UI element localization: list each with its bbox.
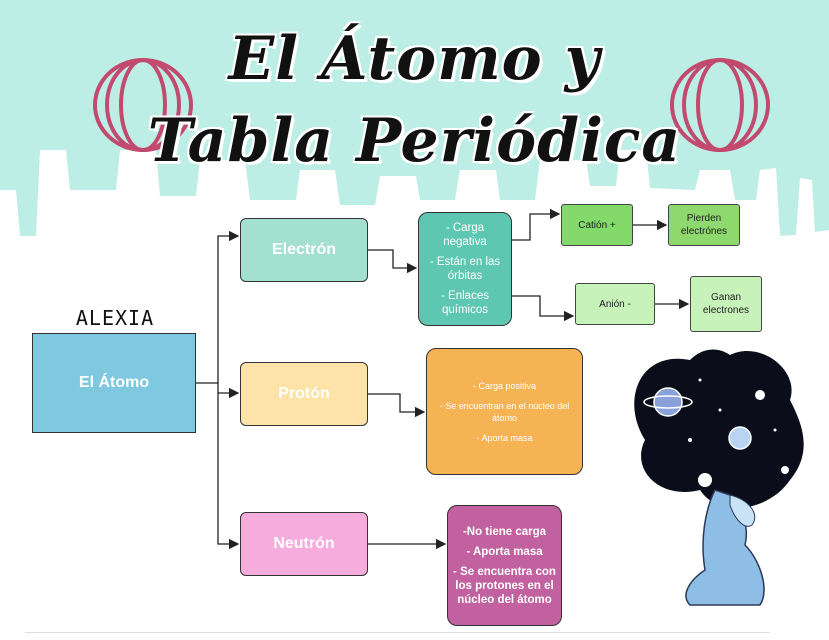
header-band	[0, 0, 829, 236]
neutron-detail-item: - Aporta masa	[466, 545, 543, 558]
title-line-1: El Átomo y	[228, 24, 601, 94]
ring-decoration-right	[670, 58, 770, 152]
proton-detail-item: - Aporta masa	[476, 432, 533, 443]
girl-with-space-hair-icon	[634, 349, 804, 606]
electron-detail-item: - Están en las órbitas	[429, 256, 501, 282]
neutron-detail-item: - Se encuentra con los protones en el nú…	[453, 565, 556, 606]
neutron-details: -No tiene carga - Aporta masa - Se encue…	[447, 505, 562, 626]
main-node-atom: El Átomo	[32, 333, 196, 433]
proton-node: Protón	[240, 362, 368, 426]
anion-result-node: Ganan electrones	[690, 276, 762, 332]
neutron-detail-item: -No tiene carga	[462, 525, 547, 538]
neutron-node: Neutrón	[240, 512, 368, 576]
electron-node: Electrón	[240, 218, 368, 282]
cation-result-node: Pierden electrónes	[668, 204, 740, 246]
proton-detail-item: - Carga positiva	[472, 380, 537, 391]
anion-label: Anión -	[599, 298, 631, 310]
ring-decoration-left	[93, 58, 193, 152]
cation-label: Catión +	[578, 219, 616, 231]
anion-result-label: Ganan electrones	[702, 292, 750, 316]
proton-detail-item: - Se encuentran en el núcleo del átomo	[439, 400, 570, 423]
electron-detail-item: - Enlaces químicos	[441, 290, 489, 316]
electron-detail-item: - Carga negativa	[443, 222, 487, 248]
cation-result-label: Pierden electrónes	[680, 213, 728, 237]
main-node-label: El Átomo	[78, 374, 150, 391]
connector-lines	[196, 208, 690, 550]
title-line-2: Tabla Periódica	[147, 106, 682, 176]
electron-label: Electrón	[271, 241, 336, 258]
cation-node: Catión +	[561, 204, 633, 246]
bottom-divider	[25, 632, 770, 633]
proton-label: Protón	[278, 385, 330, 402]
neutron-label: Neutrón	[273, 535, 335, 552]
proton-details: - Carga positiva - Se encuentran en el n…	[426, 348, 583, 475]
anion-node: Anión -	[575, 283, 655, 325]
electron-details: - Carga negativa - Están en las órbitas …	[418, 212, 512, 326]
